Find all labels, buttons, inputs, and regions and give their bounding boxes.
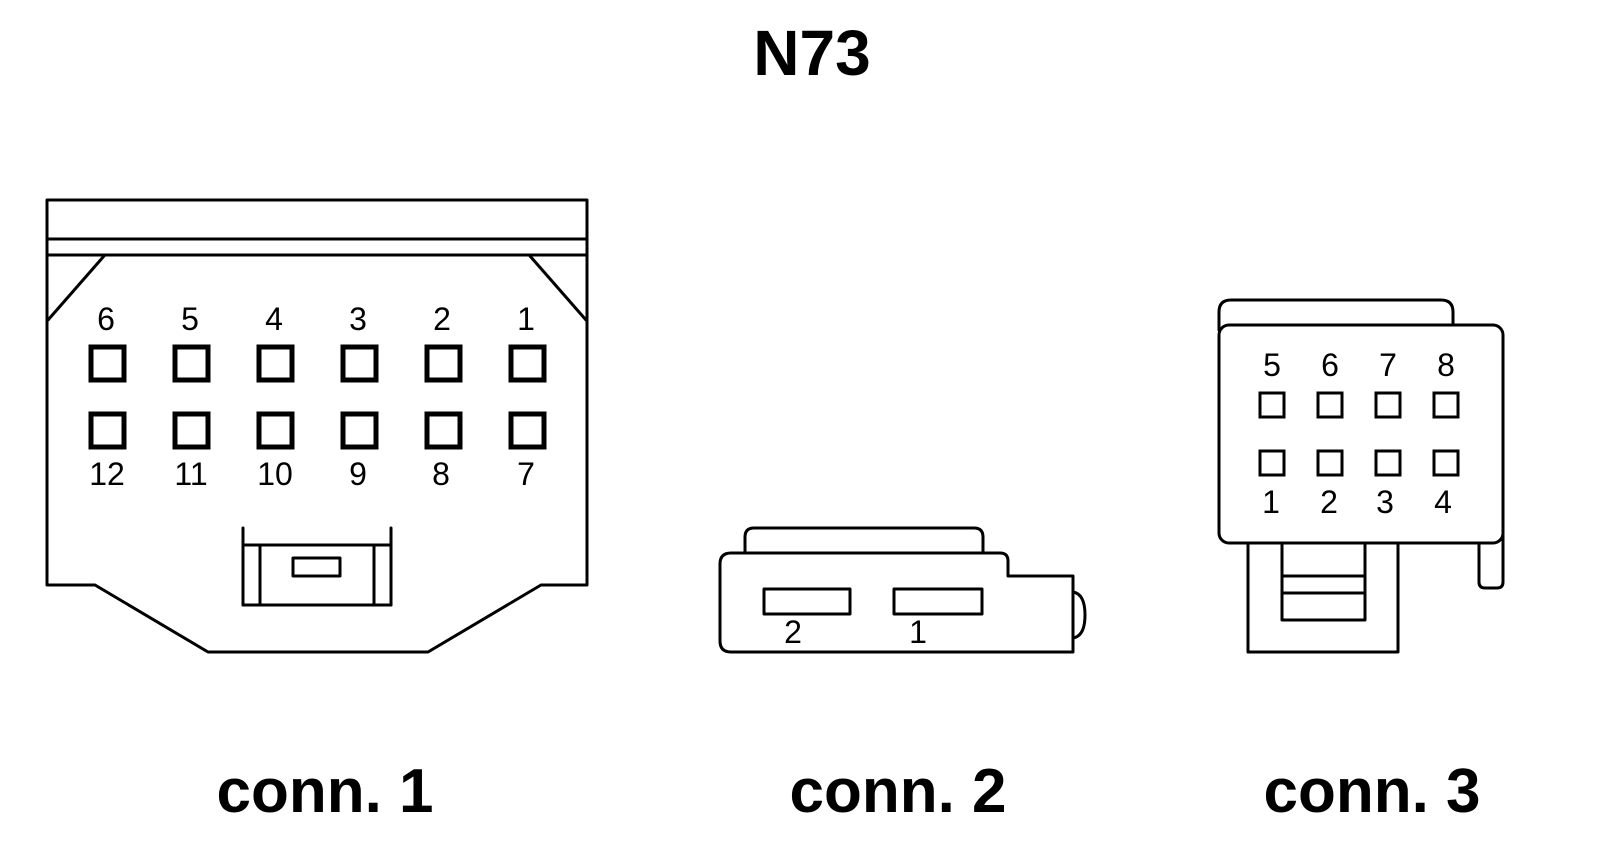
pin-cavity <box>1316 391 1344 419</box>
pin-label: 9 <box>349 456 367 492</box>
pin-cavity <box>424 411 463 450</box>
connector-2-caption: conn. 2 <box>789 757 1006 826</box>
connector-3-caption: conn. 3 <box>1263 757 1480 826</box>
pin-cavity <box>424 344 463 383</box>
connector-3-pin-grid: 5 6 7 8 1 2 3 4 <box>1258 347 1460 520</box>
connector-2-top-ridge <box>743 526 985 555</box>
connector-1-caption: conn. 1 <box>216 757 433 826</box>
pin-label: 11 <box>174 456 207 492</box>
connector-2: 2 1 conn. 2 <box>718 526 1087 826</box>
connector-3-latch <box>1246 541 1400 654</box>
pin-cavity <box>762 587 852 616</box>
pin-cavity <box>1258 449 1286 477</box>
connector-1-latch-window <box>291 556 342 578</box>
pin-label: 2 <box>784 614 802 650</box>
pin-label: 2 <box>433 301 451 337</box>
connector-3: 5 6 7 8 1 2 3 4 conn. 3 <box>1217 298 1505 826</box>
connector-3-side-clip <box>1477 533 1505 590</box>
pin-cavity <box>172 411 211 450</box>
pin-cavity <box>1374 449 1402 477</box>
pin-label: 8 <box>432 456 450 492</box>
pin-cavity <box>892 587 984 616</box>
pin-cavity <box>88 344 127 383</box>
connector-1: 6 5 4 3 2 1 12 11 10 9 8 7 conn. 1 <box>45 198 589 826</box>
pin-cavity <box>1258 391 1286 419</box>
pin-label: 4 <box>265 301 283 337</box>
diagram-title: N73 <box>753 17 870 89</box>
connector-2-side-tab <box>1071 590 1087 640</box>
pin-cavity <box>1432 449 1460 477</box>
pin-label: 7 <box>517 456 535 492</box>
pin-label: 4 <box>1434 484 1452 520</box>
pin-label: 7 <box>1379 347 1397 383</box>
pin-cavity <box>88 411 127 450</box>
pin-label: 6 <box>97 301 115 337</box>
pin-label: 1 <box>909 614 927 650</box>
pin-label: 8 <box>1437 347 1455 383</box>
pin-cavity <box>172 344 211 383</box>
pin-cavity <box>256 411 295 450</box>
pin-label: 3 <box>1376 484 1394 520</box>
pin-label: 3 <box>349 301 367 337</box>
connector-1-pin-grid: 6 5 4 3 2 1 12 11 10 9 8 7 <box>88 301 547 492</box>
pin-label: 12 <box>89 456 125 492</box>
connector-2-housing <box>718 551 1075 654</box>
pin-cavity <box>340 344 379 383</box>
pin-cavity <box>340 411 379 450</box>
pin-cavity <box>508 344 547 383</box>
pin-label: 5 <box>1263 347 1281 383</box>
pin-cavity <box>1316 449 1344 477</box>
connector-1-latch <box>241 526 393 607</box>
pin-cavity <box>508 411 547 450</box>
pin-label: 6 <box>1321 347 1339 383</box>
connector-3-back-shell <box>1217 298 1455 332</box>
connector-1-left-chamfer <box>46 254 106 322</box>
pin-label: 1 <box>517 301 535 337</box>
pin-cavity <box>256 344 295 383</box>
connector-1-housing <box>45 198 589 654</box>
pin-cavity <box>1432 391 1460 419</box>
pin-label: 5 <box>181 301 199 337</box>
pin-label: 2 <box>1320 484 1338 520</box>
pin-label: 10 <box>257 456 293 492</box>
connector-1-right-chamfer <box>528 254 588 322</box>
pin-cavity <box>1374 391 1402 419</box>
pin-label: 1 <box>1262 484 1280 520</box>
